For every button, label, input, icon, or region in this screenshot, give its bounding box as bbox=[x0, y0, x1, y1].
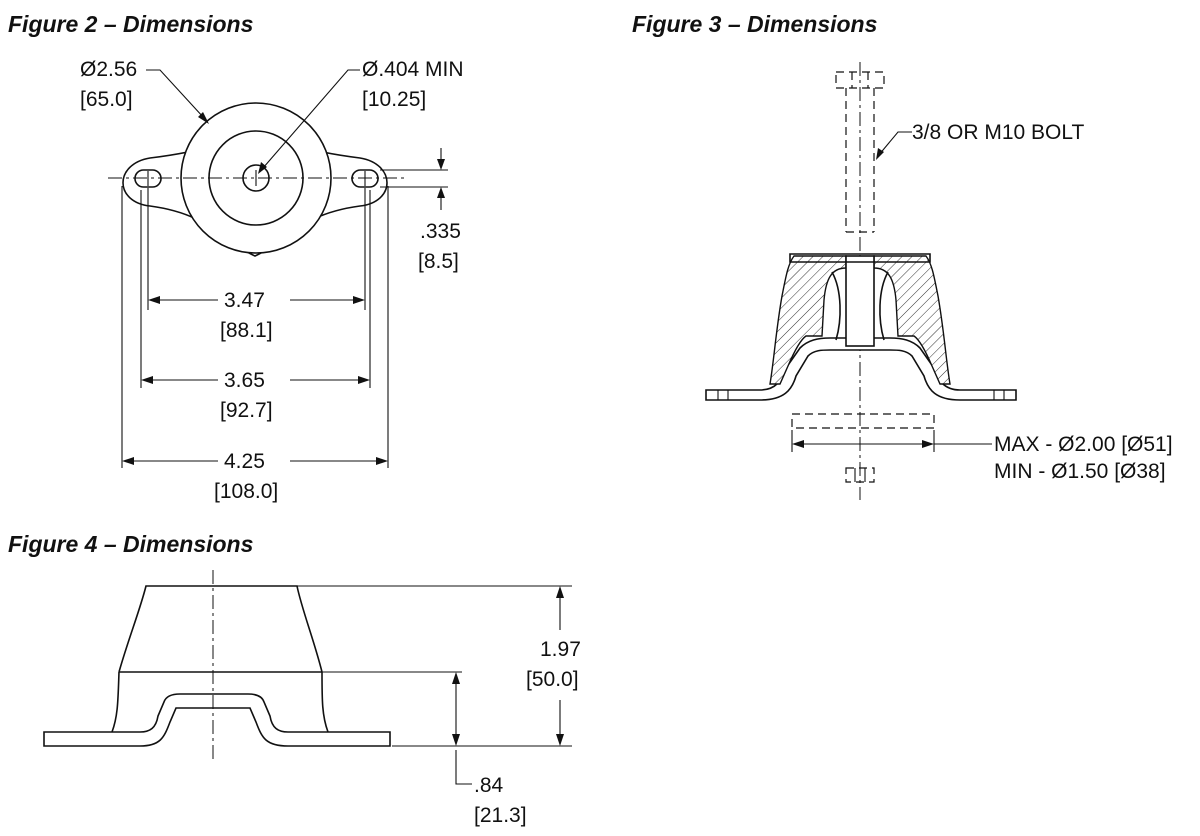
overall-height-dimension: 1.97 [50.0] bbox=[526, 586, 581, 746]
slot-width-dimension: .335 [8.5] bbox=[380, 148, 461, 273]
bolt-label: 3/8 OR M10 BOLT bbox=[912, 121, 1085, 144]
center-span-dimension: 3.65 [92.7] bbox=[141, 369, 370, 422]
figure-3: Figure 3 – Dimensions 3/8 OR M10 BOLT bbox=[632, 11, 1173, 500]
washer-min-label: MIN - Ø1.50 [Ø38] bbox=[994, 460, 1166, 483]
overall-length-value: 4.25 bbox=[224, 450, 265, 473]
figure-4: Figure 4 – Dimensions 1.97 [50.0] bbox=[8, 531, 581, 827]
base-height-value: .84 bbox=[474, 774, 504, 797]
slot-width-value: .335 bbox=[420, 220, 461, 243]
figure-4-title: Figure 4 – Dimensions bbox=[8, 531, 253, 557]
center-span-value: 3.65 bbox=[224, 369, 265, 392]
base-height-metric: [21.3] bbox=[474, 804, 527, 827]
figure-3-title: Figure 3 – Dimensions bbox=[632, 11, 877, 37]
inner-span-value: 3.47 bbox=[224, 289, 265, 312]
washer-max-label: MAX - Ø2.00 [Ø51] bbox=[994, 433, 1173, 456]
overall-height-metric: [50.0] bbox=[526, 668, 579, 691]
overall-length-metric: [108.0] bbox=[214, 480, 278, 503]
mount-section-view bbox=[705, 253, 1017, 401]
inner-span-dimension: 3.47 [88.1] bbox=[148, 289, 365, 342]
figure-2: Figure 2 – Dimensions Ø2.56 [65.0] Ø.40 bbox=[8, 11, 464, 503]
bolt-phantom bbox=[835, 71, 885, 233]
hole-diameter-value: Ø.404 MIN bbox=[362, 58, 464, 81]
center-span-metric: [92.7] bbox=[220, 399, 273, 422]
flange-diameter-value: Ø2.56 bbox=[80, 58, 137, 81]
flange-diameter-callout: Ø2.56 [65.0] bbox=[80, 58, 209, 124]
flange-diameter-metric: [65.0] bbox=[80, 88, 133, 111]
inner-span-metric: [88.1] bbox=[220, 319, 273, 342]
hole-diameter-callout: Ø.404 MIN [10.25] bbox=[258, 58, 464, 174]
figure-2-title: Figure 2 – Dimensions bbox=[8, 11, 253, 37]
washer-dimension: MAX - Ø2.00 [Ø51] MIN - Ø1.50 [Ø38] bbox=[791, 430, 1173, 483]
overall-length-dimension: 4.25 [108.0] bbox=[122, 450, 388, 503]
washer-phantom bbox=[791, 413, 935, 483]
overall-height-value: 1.97 bbox=[540, 638, 581, 661]
mount-top-view bbox=[108, 102, 405, 257]
mount-side-view bbox=[43, 585, 391, 747]
base-height-dimension: .84 [21.3] bbox=[452, 672, 527, 827]
slot-width-metric: [8.5] bbox=[418, 250, 459, 273]
bolt-callout: 3/8 OR M10 BOLT bbox=[876, 121, 1085, 160]
hole-diameter-metric: [10.25] bbox=[362, 88, 426, 111]
